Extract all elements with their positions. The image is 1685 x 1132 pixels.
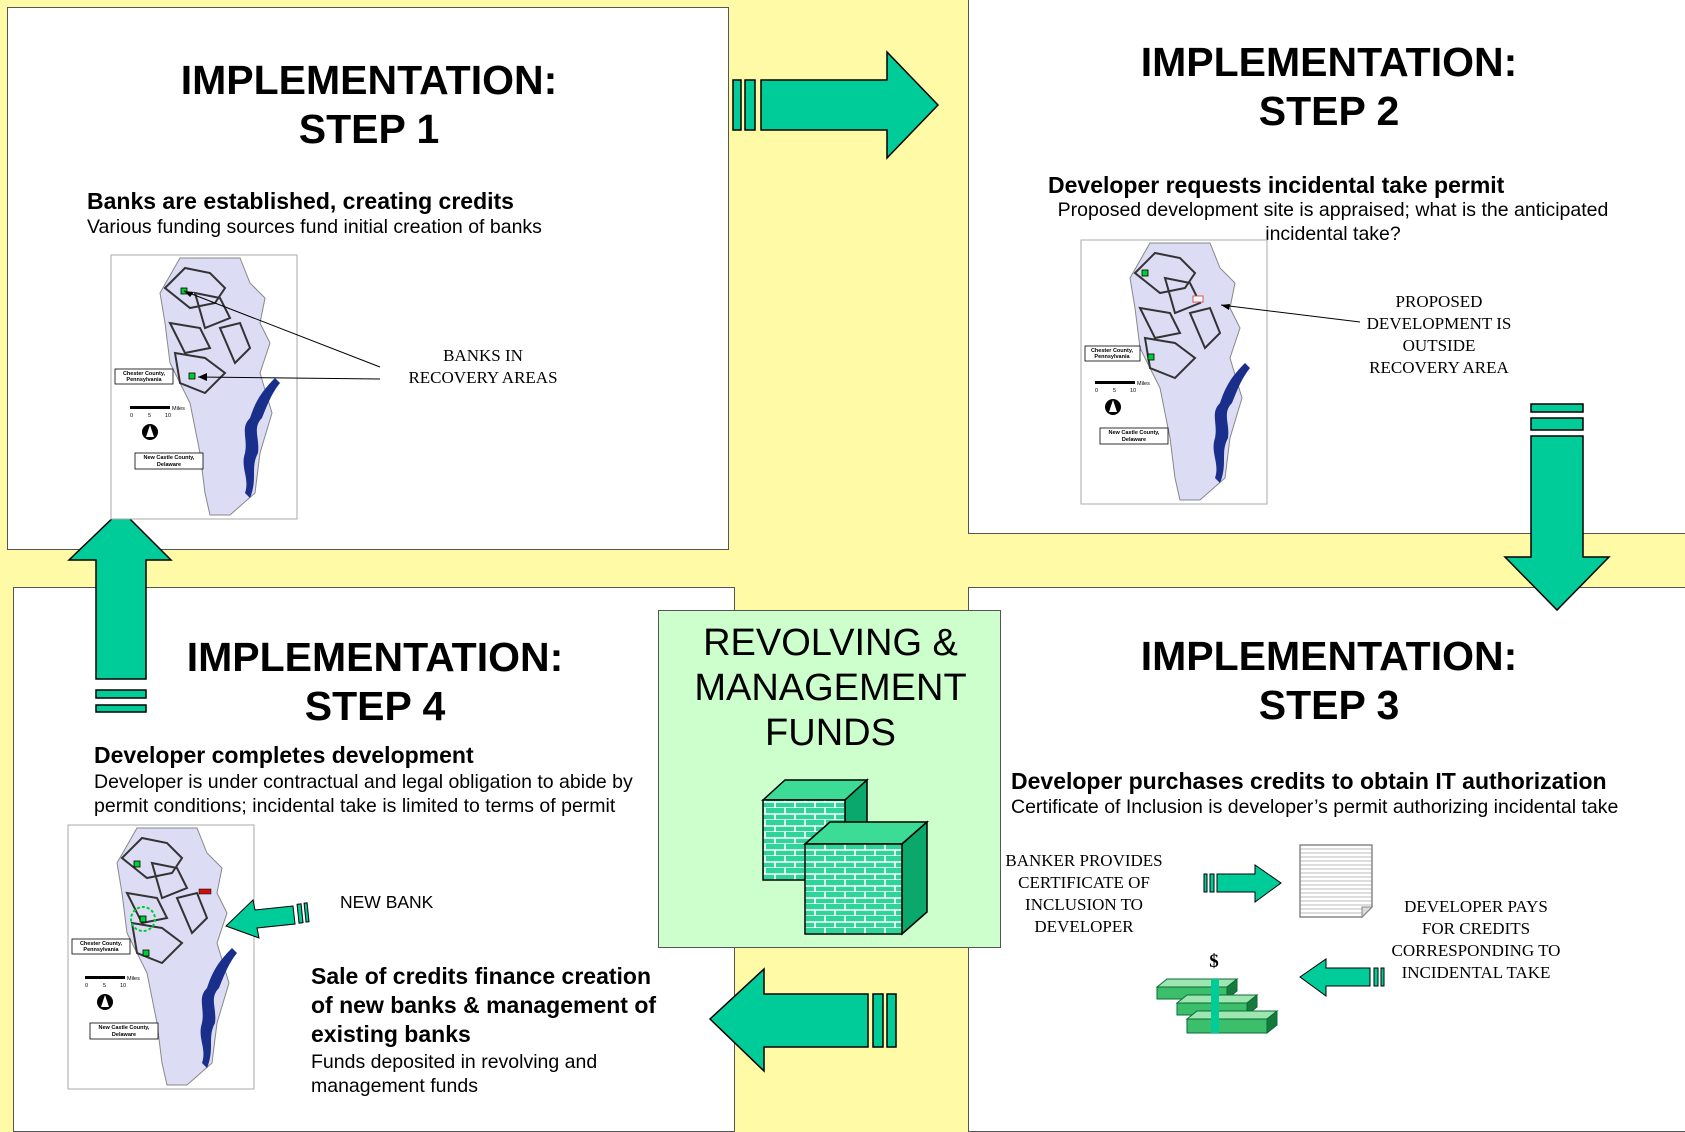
map4-newcastle-line2: Delaware bbox=[112, 1032, 136, 1038]
step1-heading: Banks are established, creating credits bbox=[87, 188, 514, 214]
sale-of-credits-heading: Sale of credits finance creation of new … bbox=[311, 962, 656, 1049]
sale-line3: existing banks bbox=[311, 1021, 471, 1047]
banker-line1: BANKER PROVIDES bbox=[1005, 851, 1163, 870]
map1-scale5: 5 bbox=[148, 413, 151, 419]
map1-miles: Miles bbox=[172, 406, 185, 412]
step3-panel: IMPLEMENTATION: STEP 3 Developer purchas… bbox=[968, 587, 1685, 1132]
map1-newcastle-line2: Delaware bbox=[157, 462, 181, 468]
banker-line3: INCLUSION TO bbox=[1025, 895, 1143, 914]
bricks-icon bbox=[761, 778, 929, 936]
map1-scale10: 10 bbox=[165, 413, 171, 419]
revolving-funds-title: REVOLVING & MANAGEMENT FUNDS bbox=[659, 621, 1002, 756]
revolving-funds-box: REVOLVING & MANAGEMENT FUNDS bbox=[658, 610, 1001, 948]
arrow-down-icon bbox=[1503, 403, 1611, 612]
step2-callout-line3: OUTSIDE bbox=[1402, 336, 1476, 355]
map4-scale5: 5 bbox=[103, 983, 106, 989]
step2-heading: Developer requests incidental take permi… bbox=[1048, 172, 1505, 198]
step2-body-line2: incidental take? bbox=[1265, 223, 1401, 245]
step4-body: Developer is under contractual and legal… bbox=[94, 770, 633, 818]
step1-title: IMPLEMENTATION: STEP 1 bbox=[8, 56, 730, 154]
map1-newcastle-line1: New Castle County, bbox=[144, 455, 195, 461]
map1-chester-line1: Chester County, bbox=[123, 371, 166, 377]
north-arrow-icon bbox=[142, 424, 158, 440]
step4-heading: Developer completes development bbox=[94, 742, 474, 768]
money-icon bbox=[1155, 977, 1279, 1035]
arrow-right-icon bbox=[732, 50, 940, 160]
map1-scale0: 0 bbox=[130, 413, 133, 419]
step4-body-line2: permit conditions; incidental take is li… bbox=[94, 795, 616, 817]
step4-body-line1: Developer is under contractual and legal… bbox=[94, 771, 633, 793]
developer-line4: INCIDENTAL TAKE bbox=[1401, 963, 1551, 982]
step3-title: IMPLEMENTATION: STEP 3 bbox=[969, 632, 1685, 730]
developer-line1: DEVELOPER PAYS bbox=[1404, 897, 1548, 916]
proposed-leader-line bbox=[1220, 304, 1361, 323]
arrow-left-icon bbox=[1299, 958, 1385, 997]
step1-body: Various funding sources fund initial cre… bbox=[87, 216, 542, 238]
funds-deposited-text: Funds deposited in revolving and managem… bbox=[311, 1050, 597, 1098]
developer-pays-label: DEVELOPER PAYS FOR CREDITS CORRESPONDING… bbox=[1376, 896, 1576, 984]
step2-callout-line2: DEVELOPMENT IS bbox=[1366, 314, 1512, 333]
map2-scale0: 0 bbox=[1095, 388, 1098, 394]
dollar-sign: $ bbox=[1209, 951, 1219, 972]
banks-leader-lines bbox=[183, 290, 381, 381]
step4-title-line1: IMPLEMENTATION: bbox=[186, 634, 564, 680]
step1-callout: BANKS IN RECOVERY AREAS bbox=[388, 345, 578, 389]
map4-scale0: 0 bbox=[85, 983, 88, 989]
funds-title-line3: FUNDS bbox=[765, 712, 896, 754]
map4-chester-line1: Chester County, bbox=[80, 941, 123, 947]
map2-miles: Miles bbox=[1137, 381, 1150, 387]
step2-title: IMPLEMENTATION: STEP 2 bbox=[969, 38, 1685, 136]
developer-line2: FOR CREDITS bbox=[1421, 919, 1531, 938]
county-map-step4: Chester County, Pennsylvania Miles 0 5 1… bbox=[67, 824, 255, 1090]
step3-title-line1: IMPLEMENTATION: bbox=[1140, 633, 1518, 679]
map2-chester-line2: Pennsylvania bbox=[1094, 354, 1130, 360]
step2-callout-line4: RECOVERY AREA bbox=[1369, 358, 1509, 377]
step2-title-line2: STEP 2 bbox=[1258, 88, 1400, 134]
arrow-left-icon bbox=[225, 899, 310, 939]
map4-newcastle-line1: New Castle County, bbox=[99, 1025, 150, 1031]
map1-chester-line2: Pennsylvania bbox=[126, 377, 162, 383]
north-arrow-icon bbox=[97, 994, 113, 1010]
step4-title-line2: STEP 4 bbox=[304, 683, 446, 729]
arrow-left-icon bbox=[708, 967, 897, 1073]
county-map-step2: Chester County, Pennsylvania Miles 0 5 1… bbox=[1080, 239, 1268, 505]
step2-callout-line1: PROPOSED bbox=[1395, 292, 1483, 311]
step2-body: Proposed development site is appraised; … bbox=[1048, 198, 1618, 246]
step2-callout: PROPOSED DEVELOPMENT IS OUTSIDE RECOVERY… bbox=[1339, 291, 1539, 379]
sale-line1: Sale of credits finance creation bbox=[311, 963, 652, 989]
step2-title-line1: IMPLEMENTATION: bbox=[1140, 39, 1518, 85]
funds-title-line1: REVOLVING & bbox=[703, 622, 958, 664]
map2-chester-line1: Chester County, bbox=[1091, 348, 1134, 354]
step3-heading: Developer purchases credits to obtain IT… bbox=[1011, 768, 1607, 794]
step1-title-line2: STEP 1 bbox=[298, 106, 440, 152]
step3-title-line2: STEP 3 bbox=[1258, 682, 1400, 728]
new-bank-label: NEW BANK bbox=[340, 892, 434, 912]
map2-newcastle-line2: Delaware bbox=[1122, 437, 1146, 443]
funds-deposited-line1: Funds deposited in revolving and bbox=[311, 1051, 598, 1073]
document-icon bbox=[1299, 844, 1374, 919]
map2-newcastle-line1: New Castle County, bbox=[1109, 430, 1160, 436]
north-arrow-icon bbox=[1105, 399, 1121, 415]
map2-scale5: 5 bbox=[1113, 388, 1116, 394]
funds-deposited-line2: management funds bbox=[311, 1075, 478, 1097]
banker-line2: CERTIFICATE OF bbox=[1018, 873, 1150, 892]
arrow-up-icon bbox=[67, 508, 173, 713]
step1-title-line1: IMPLEMENTATION: bbox=[180, 57, 558, 103]
developer-line3: CORRESPONDING TO bbox=[1391, 941, 1561, 960]
step2-body-line1: Proposed development site is appraised; … bbox=[1057, 199, 1609, 221]
county-map-step1: Chester County, Pennsylvania Miles 0 5 1… bbox=[110, 254, 298, 520]
banker-provides-label: BANKER PROVIDES CERTIFICATE OF INCLUSION… bbox=[989, 850, 1179, 938]
funds-title-line2: MANAGEMENT bbox=[694, 667, 967, 709]
map2-scale10: 10 bbox=[1130, 388, 1136, 394]
banker-line4: DEVELOPER bbox=[1034, 917, 1134, 936]
step4-title: IMPLEMENTATION: STEP 4 bbox=[14, 633, 736, 731]
arrow-right-icon bbox=[1203, 864, 1282, 903]
map4-miles: Miles bbox=[127, 976, 140, 982]
step1-callout-line1: BANKS IN bbox=[443, 346, 523, 365]
map4-chester-line2: Pennsylvania bbox=[83, 947, 119, 953]
step3-body: Certificate of Inclusion is developer’s … bbox=[1011, 796, 1619, 818]
step1-callout-line2: RECOVERY AREAS bbox=[408, 368, 558, 387]
map4-scale10: 10 bbox=[120, 983, 126, 989]
sale-line2: of new banks & management of bbox=[311, 992, 657, 1018]
